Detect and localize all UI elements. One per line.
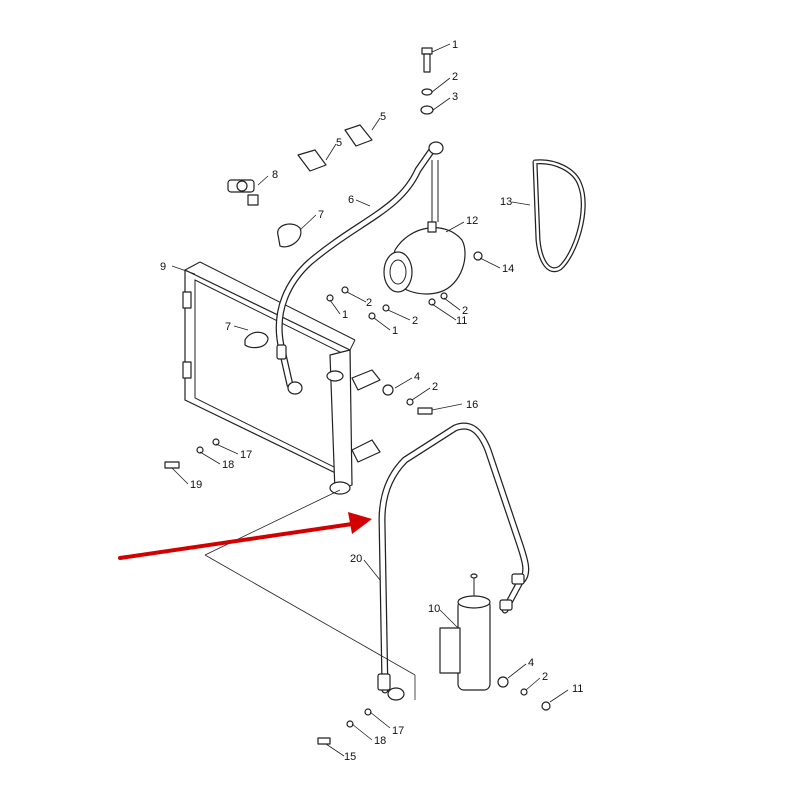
callout-8: 8 [272, 169, 278, 181]
callout-10: 10 [428, 603, 440, 615]
callout-13: 13 [500, 196, 512, 208]
callout-18-b: 18 [374, 735, 386, 747]
washer-3 [420, 105, 434, 115]
clip-7-upper [277, 223, 302, 248]
fasteners-drier [317, 676, 551, 745]
callout-12: 12 [466, 215, 478, 227]
compressor [383, 160, 466, 295]
bolt-1-top [421, 47, 433, 73]
callout-4-a: 4 [414, 371, 420, 383]
callout-labels: 1 2 3 5 5 6 7 7 8 9 10 11 11 12 13 14 15… [160, 39, 583, 763]
callout-7-b: 7 [225, 321, 231, 333]
pipe-20 [377, 422, 530, 701]
fitting-8 [227, 179, 259, 206]
drive-belt [532, 159, 586, 273]
callout-16: 16 [466, 399, 478, 411]
callout-2-f: 2 [542, 671, 548, 683]
callout-17-a: 17 [240, 449, 252, 461]
callout-1: 1 [452, 39, 458, 51]
callout-3: 3 [452, 91, 458, 103]
condenser-bracket-lower [351, 439, 381, 463]
callout-2-b: 2 [366, 297, 372, 309]
callout-2-e: 2 [432, 381, 438, 393]
callout-1-b: 1 [342, 309, 348, 321]
condenser [182, 261, 356, 495]
clamp-5-b [297, 149, 327, 172]
callout-18-a: 18 [222, 459, 234, 471]
clamp-5-a [344, 124, 373, 147]
washer-2-top [421, 88, 433, 96]
highlight-arrow [118, 512, 372, 560]
condenser-bracket-upper [351, 369, 381, 391]
callout-15: 15 [344, 751, 356, 763]
callout-9: 9 [160, 261, 166, 273]
hose-6 [275, 141, 444, 395]
callout-7-a: 7 [318, 209, 324, 221]
callout-14: 14 [502, 263, 514, 275]
callout-17-b: 17 [392, 725, 404, 737]
clip-7-lower [244, 331, 269, 349]
callout-5-a: 5 [380, 111, 386, 123]
callout-20: 20 [350, 553, 362, 565]
callout-1-c: 1 [392, 325, 398, 337]
leader-lines [171, 43, 569, 757]
callout-2-d: 2 [462, 305, 468, 317]
callout-19: 19 [190, 479, 202, 491]
callout-11-a: 11 [456, 315, 467, 327]
callout-2: 2 [452, 71, 458, 83]
callout-5-b: 5 [336, 137, 342, 149]
callout-6: 6 [348, 194, 354, 206]
callout-4-b: 4 [528, 657, 534, 669]
callout-2-c: 2 [412, 315, 418, 327]
callout-11-b: 11 [572, 683, 583, 695]
receiver-drier [439, 573, 491, 691]
